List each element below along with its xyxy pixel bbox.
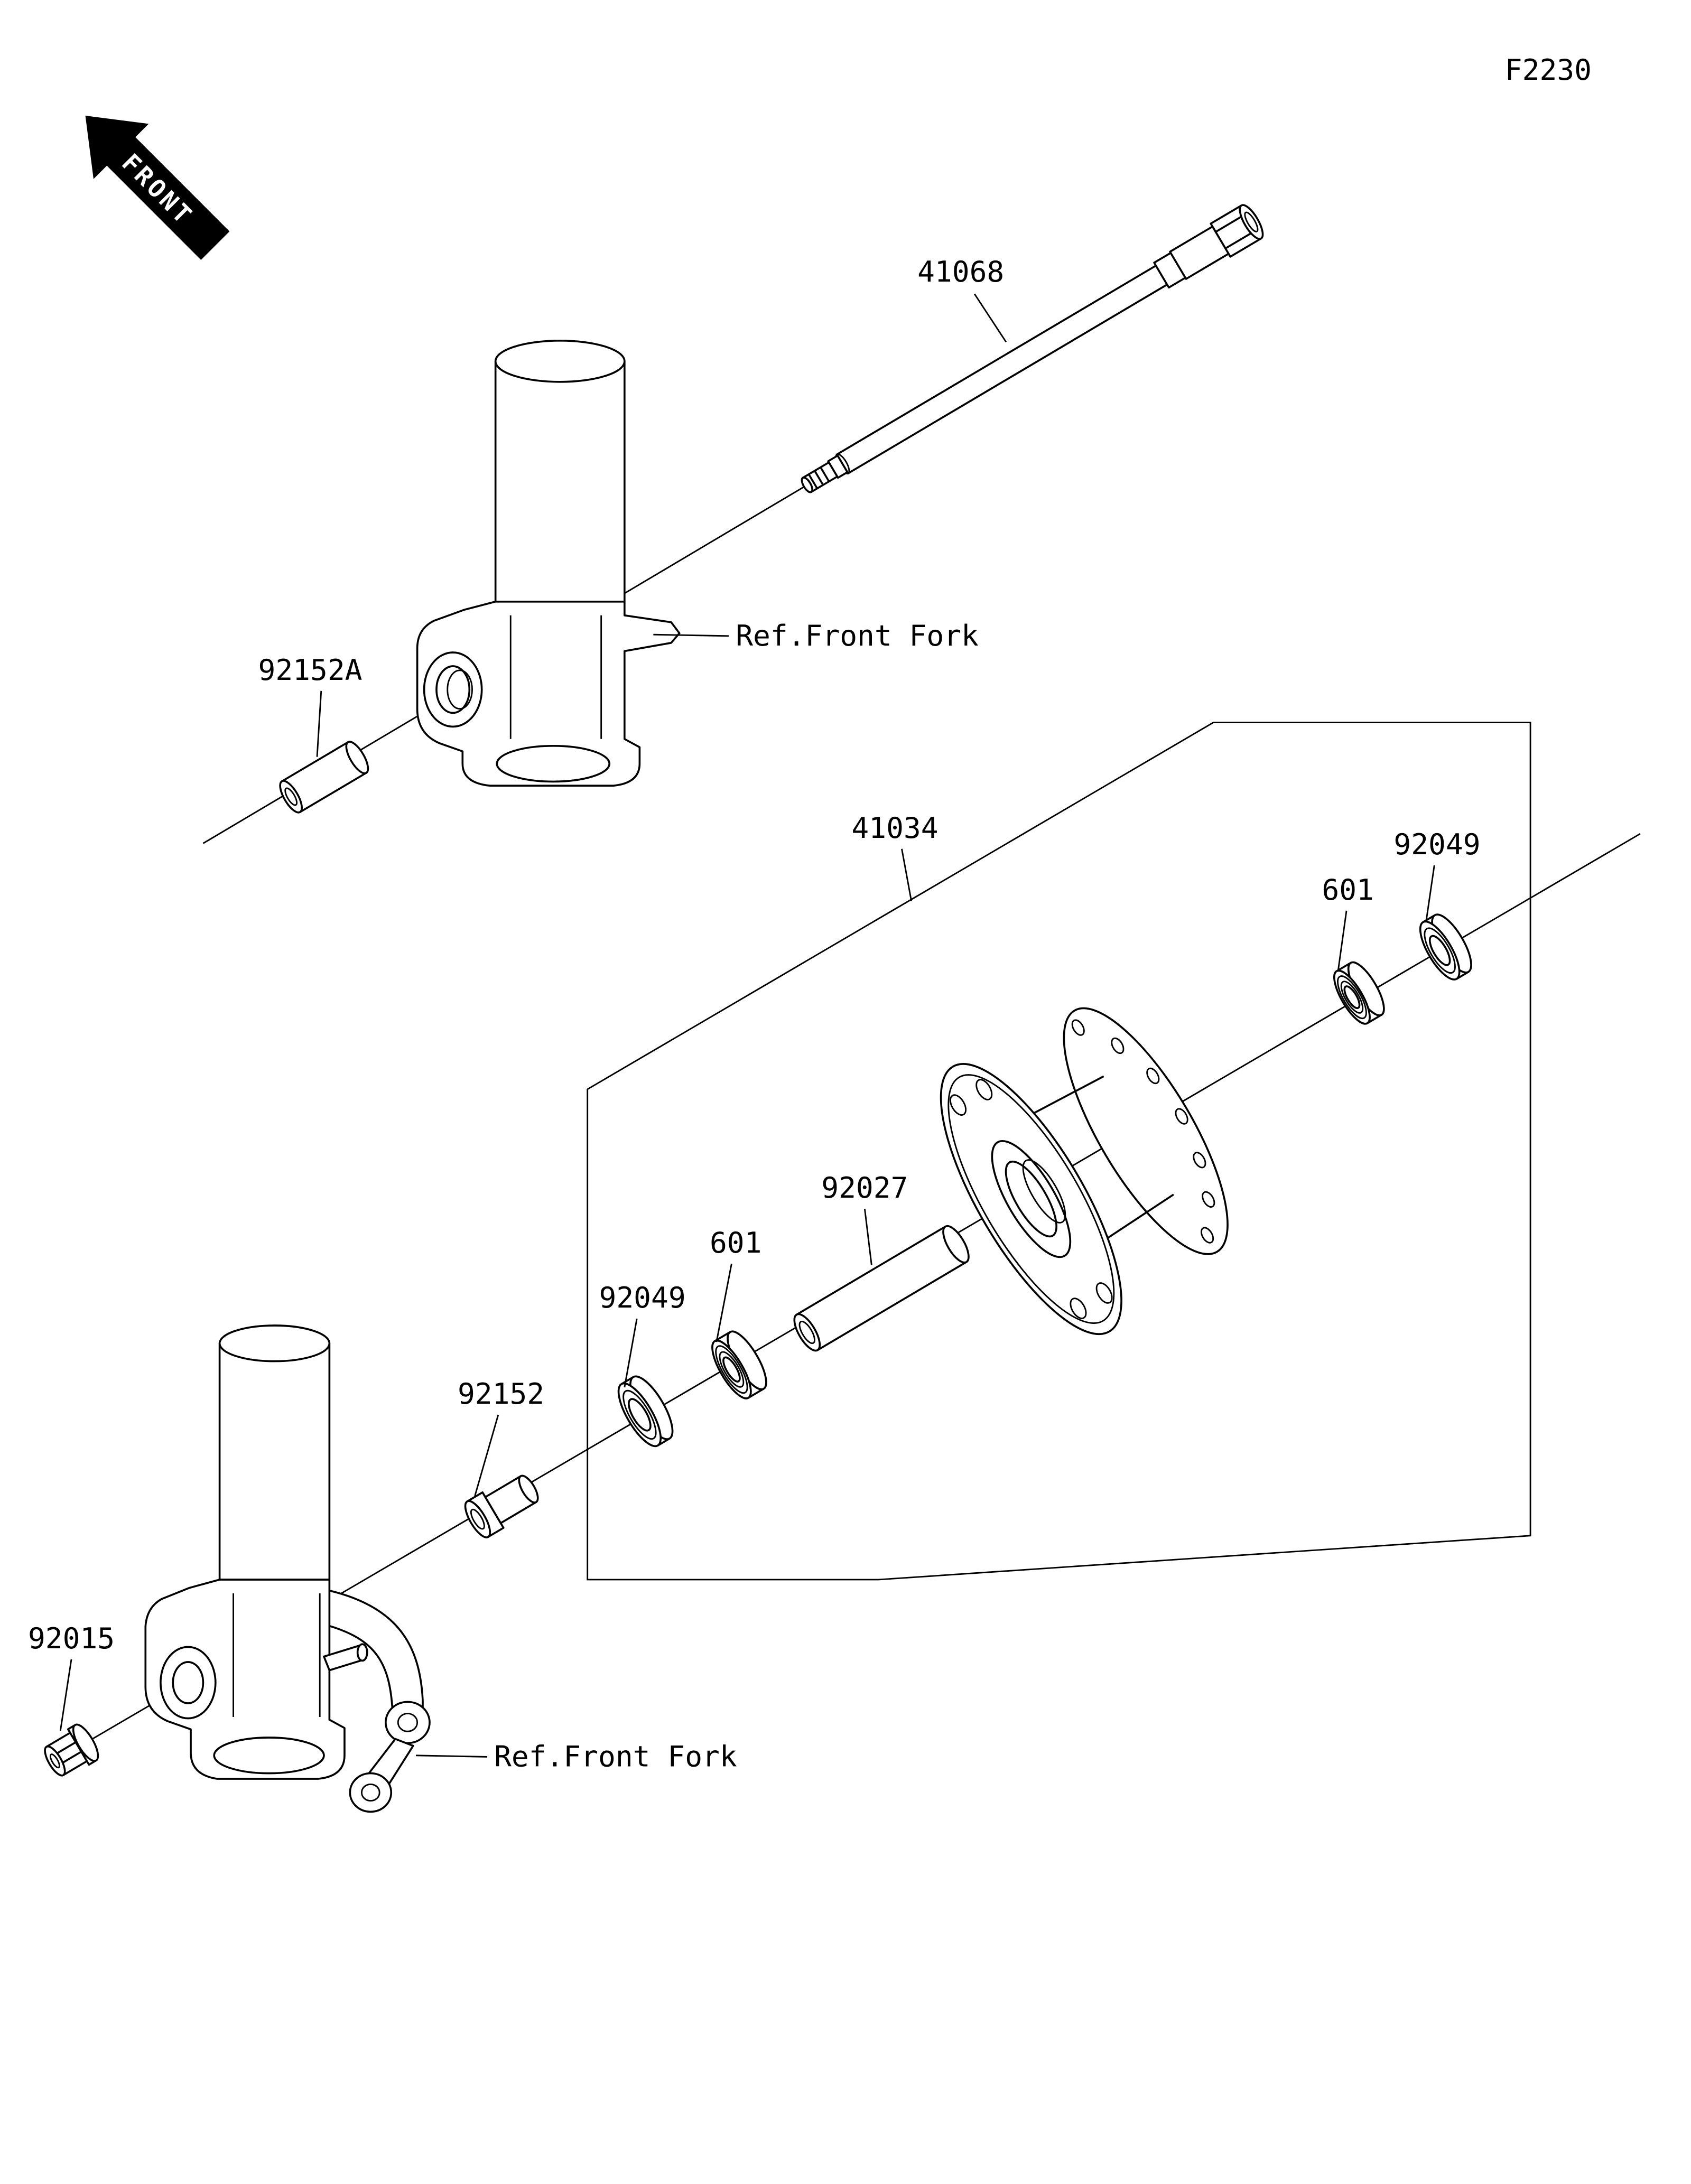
label-601-right: 601 <box>1322 873 1374 907</box>
label-92152: 92152 <box>458 1377 544 1411</box>
callout-ref-front-fork-lower: Ref.Front Fork <box>415 1740 737 1774</box>
label-92015: 92015 <box>28 1621 115 1655</box>
label-92027: 92027 <box>821 1171 908 1205</box>
callout-spacer-92027: 92027 <box>821 1171 908 1265</box>
lower-front-fork-drawing <box>144 1324 431 1813</box>
figure-code: F2230 <box>1505 53 1592 87</box>
label-ref-front-fork-upper: Ref.Front Fork <box>736 619 979 652</box>
label-41034: 41034 <box>851 811 938 845</box>
label-92049-left: 92049 <box>599 1281 686 1314</box>
front-arrow-icon <box>85 115 230 260</box>
label-601-left: 601 <box>710 1226 762 1259</box>
callout-seal-left-92049: 92049 <box>599 1281 686 1388</box>
ball-bearing-right-drawing <box>1333 961 1385 1025</box>
ball-bearing-left-drawing <box>711 1330 767 1399</box>
oil-seal-left-drawing <box>617 1375 674 1448</box>
callout-nut-92015: 92015 <box>28 1621 115 1731</box>
upper-front-fork-drawing <box>416 339 681 787</box>
callout-collar-92152a: 92152A <box>258 653 363 757</box>
callout-bearing-right-601: 601 <box>1322 873 1374 970</box>
callout-ref-front-fork-upper: Ref.Front Fork <box>653 619 979 652</box>
callout-bearing-left-601: 601 <box>710 1226 762 1342</box>
axle-nut-drawing <box>44 1723 99 1777</box>
label-41068: 41068 <box>917 255 1004 288</box>
callout-hub-41034: 41034 <box>851 811 939 901</box>
callout-seal-right-92049: 92049 <box>1393 827 1481 922</box>
front-hub-drawing <box>940 1007 1229 1336</box>
front-direction-marker: FRONT <box>85 115 230 260</box>
collar-92152a-drawing <box>279 741 369 814</box>
callout-axle-41068: 41068 <box>917 255 1007 343</box>
label-92049-right: 92049 <box>1393 827 1480 861</box>
label-ref-front-fork-lower: Ref.Front Fork <box>494 1740 737 1774</box>
front-axle-drawing <box>801 204 1264 493</box>
label-92152a: 92152A <box>258 653 363 687</box>
oil-seal-right-drawing <box>1419 913 1472 981</box>
distance-collar-92027-drawing <box>793 1225 970 1352</box>
callout-collar-92152: 92152 <box>458 1377 544 1496</box>
hub-group-box <box>587 722 1531 1581</box>
spacer-92152-drawing <box>464 1474 539 1538</box>
